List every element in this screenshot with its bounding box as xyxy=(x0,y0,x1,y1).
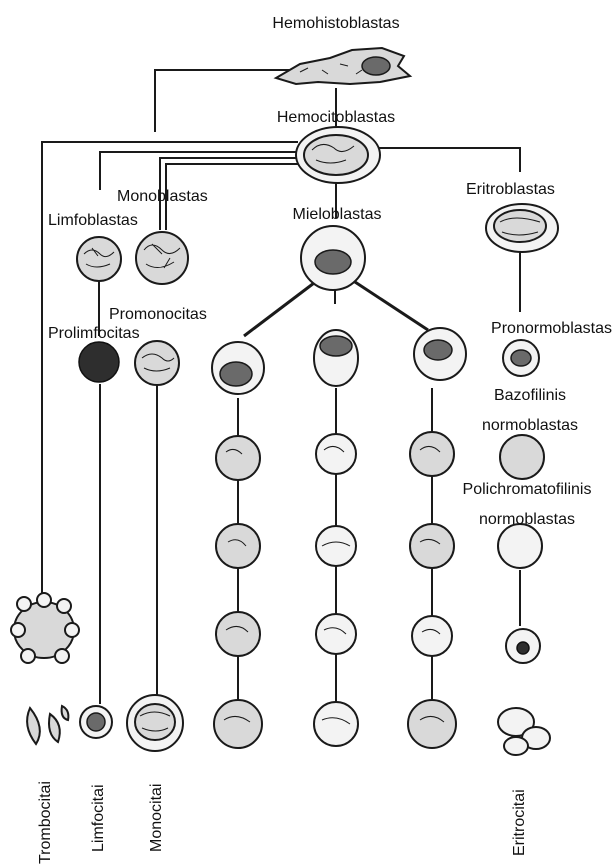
label-bazofilinis-line2: normoblastas xyxy=(482,417,578,434)
label-promonocitas: Promonocitas xyxy=(109,306,207,323)
bottom-labels: Trombocitai Limfocitai Monocitai Eritroc… xyxy=(37,781,528,864)
label-eritrocitai: Eritrocitai xyxy=(511,789,528,856)
limfocit-cell xyxy=(80,706,112,738)
mieloblast-cell xyxy=(301,226,365,290)
cells xyxy=(11,48,558,755)
monoblast-cell xyxy=(136,232,188,284)
label-mieloblastas: Mieloblastas xyxy=(293,206,382,223)
promonocit-cell xyxy=(135,341,179,385)
trombocyte-cells xyxy=(27,706,68,744)
label-pronormoblastas: Pronormoblastas xyxy=(491,320,612,337)
monocit-cell xyxy=(127,695,183,751)
label-trombocitai: Trombocitai xyxy=(37,781,54,864)
label-eritroblastas: Eritroblastas xyxy=(466,181,555,198)
prolimfocit-cell xyxy=(79,342,119,382)
eritroblast-cell xyxy=(486,204,558,252)
label-hemocitoblastas: Hemocitoblastas xyxy=(277,109,395,126)
megakaryocyte-cell xyxy=(11,593,79,663)
label-prolimfocitas: Prolimfocitas xyxy=(48,325,140,342)
label-limfoblastas: Limfoblastas xyxy=(48,212,138,229)
label-monocitai: Monocitai xyxy=(148,784,165,852)
label-polichromatofilinis-line1: Polichromatofilinis xyxy=(463,481,592,498)
label-limfocitai: Limfocitai xyxy=(90,784,107,852)
label-polichromatofilinis-line2: normoblastas xyxy=(479,511,575,528)
connector-lines xyxy=(42,70,520,704)
hemocitoblast-cell xyxy=(296,127,380,183)
label-monoblastas: Monoblastas xyxy=(117,188,208,205)
label-bazofilinis-line1: Bazofilinis xyxy=(494,387,566,404)
limfoblast-cell xyxy=(77,237,121,281)
label-hemohistoblastas: Hemohistoblastas xyxy=(272,15,399,32)
myeloid-column-3 xyxy=(408,328,466,748)
